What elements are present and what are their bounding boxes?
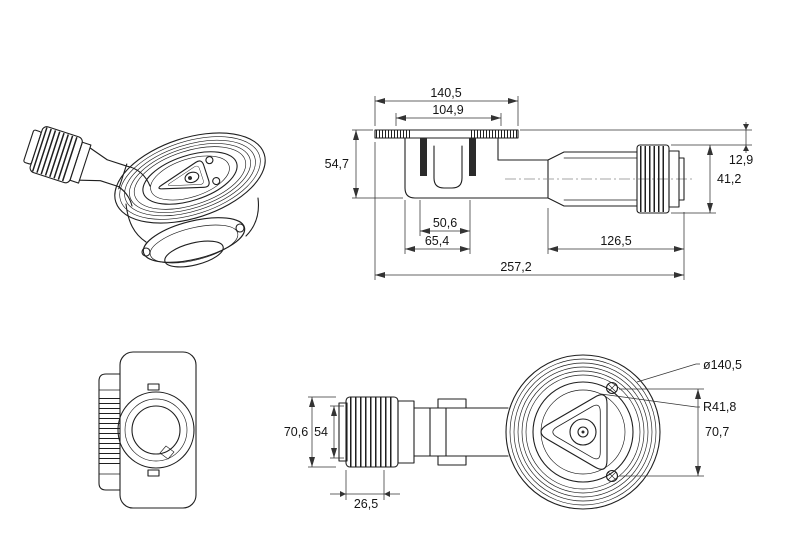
plan-view: 70,6 54 26,5 ø140,5 R41,8 70,7 <box>284 354 742 511</box>
dim-label-total-height: 70,6 <box>284 425 308 439</box>
dim-inlet-width: 104,9 <box>395 103 502 126</box>
plan-flange-disc <box>505 354 661 510</box>
dim-insert-radius: R41,8 <box>600 393 736 414</box>
section-trap-body <box>404 137 549 199</box>
section-end-nut <box>636 144 685 214</box>
dim-trap-width: 65,4 <box>404 200 471 254</box>
plan-side-assembly <box>338 396 509 468</box>
iso-flange-disc <box>114 132 266 224</box>
front-body <box>98 373 121 491</box>
plan-screw-top <box>605 381 619 395</box>
dim-label-flange-diameter: ø140,5 <box>703 358 742 372</box>
dim-label-outlet-height: 41,2 <box>717 172 741 186</box>
dim-screw-spacing: 70,7 <box>619 388 729 477</box>
dim-label-nut-length: 26,5 <box>354 497 378 511</box>
dim-total-height: 70,6 <box>284 396 336 468</box>
dim-flange-diameter: ø140,5 <box>636 358 742 383</box>
dim-inner-height: 54 <box>314 405 344 459</box>
dim-outlet-height: 41,2 <box>671 145 741 214</box>
dim-label-body-height: 54,7 <box>325 157 349 171</box>
dim-nut-length: 26,5 <box>330 470 400 511</box>
dim-label-total-length: 257,2 <box>500 260 531 274</box>
dim-label-insert-radius: R41,8 <box>703 400 736 414</box>
dim-label-screw-spacing: 70,7 <box>705 425 729 439</box>
dim-label-trap-width: 65,4 <box>425 234 449 248</box>
section-view: 140,5 104,9 54,7 50,6 65,4 126,5 <box>325 86 753 280</box>
front-view <box>98 351 197 509</box>
dim-body-height: 54,7 <box>325 129 403 199</box>
isometric-view <box>23 126 266 268</box>
dim-label-flange-width: 140,5 <box>430 86 461 100</box>
dim-label-inner-height: 54 <box>314 425 328 439</box>
dim-seal-width: 50,6 <box>419 200 471 236</box>
dim-flange-width: 140,5 <box>374 86 519 126</box>
front-plate <box>119 351 197 509</box>
front-drain-opening <box>117 391 195 469</box>
dim-outlet-length: 126,5 <box>547 208 684 254</box>
plan-screw-bottom <box>605 469 619 483</box>
dim-label-inlet-width: 104,9 <box>432 103 463 117</box>
section-flange <box>374 129 519 139</box>
dim-top-offset: 12,9 <box>520 122 753 167</box>
iso-body <box>125 197 260 268</box>
iso-compression-nut <box>23 126 128 190</box>
dim-label-top-offset: 12,9 <box>729 153 753 167</box>
dim-total-length: 257,2 <box>374 142 685 280</box>
dim-label-outlet-length: 126,5 <box>600 234 631 248</box>
dim-label-seal-width: 50,6 <box>433 216 457 230</box>
